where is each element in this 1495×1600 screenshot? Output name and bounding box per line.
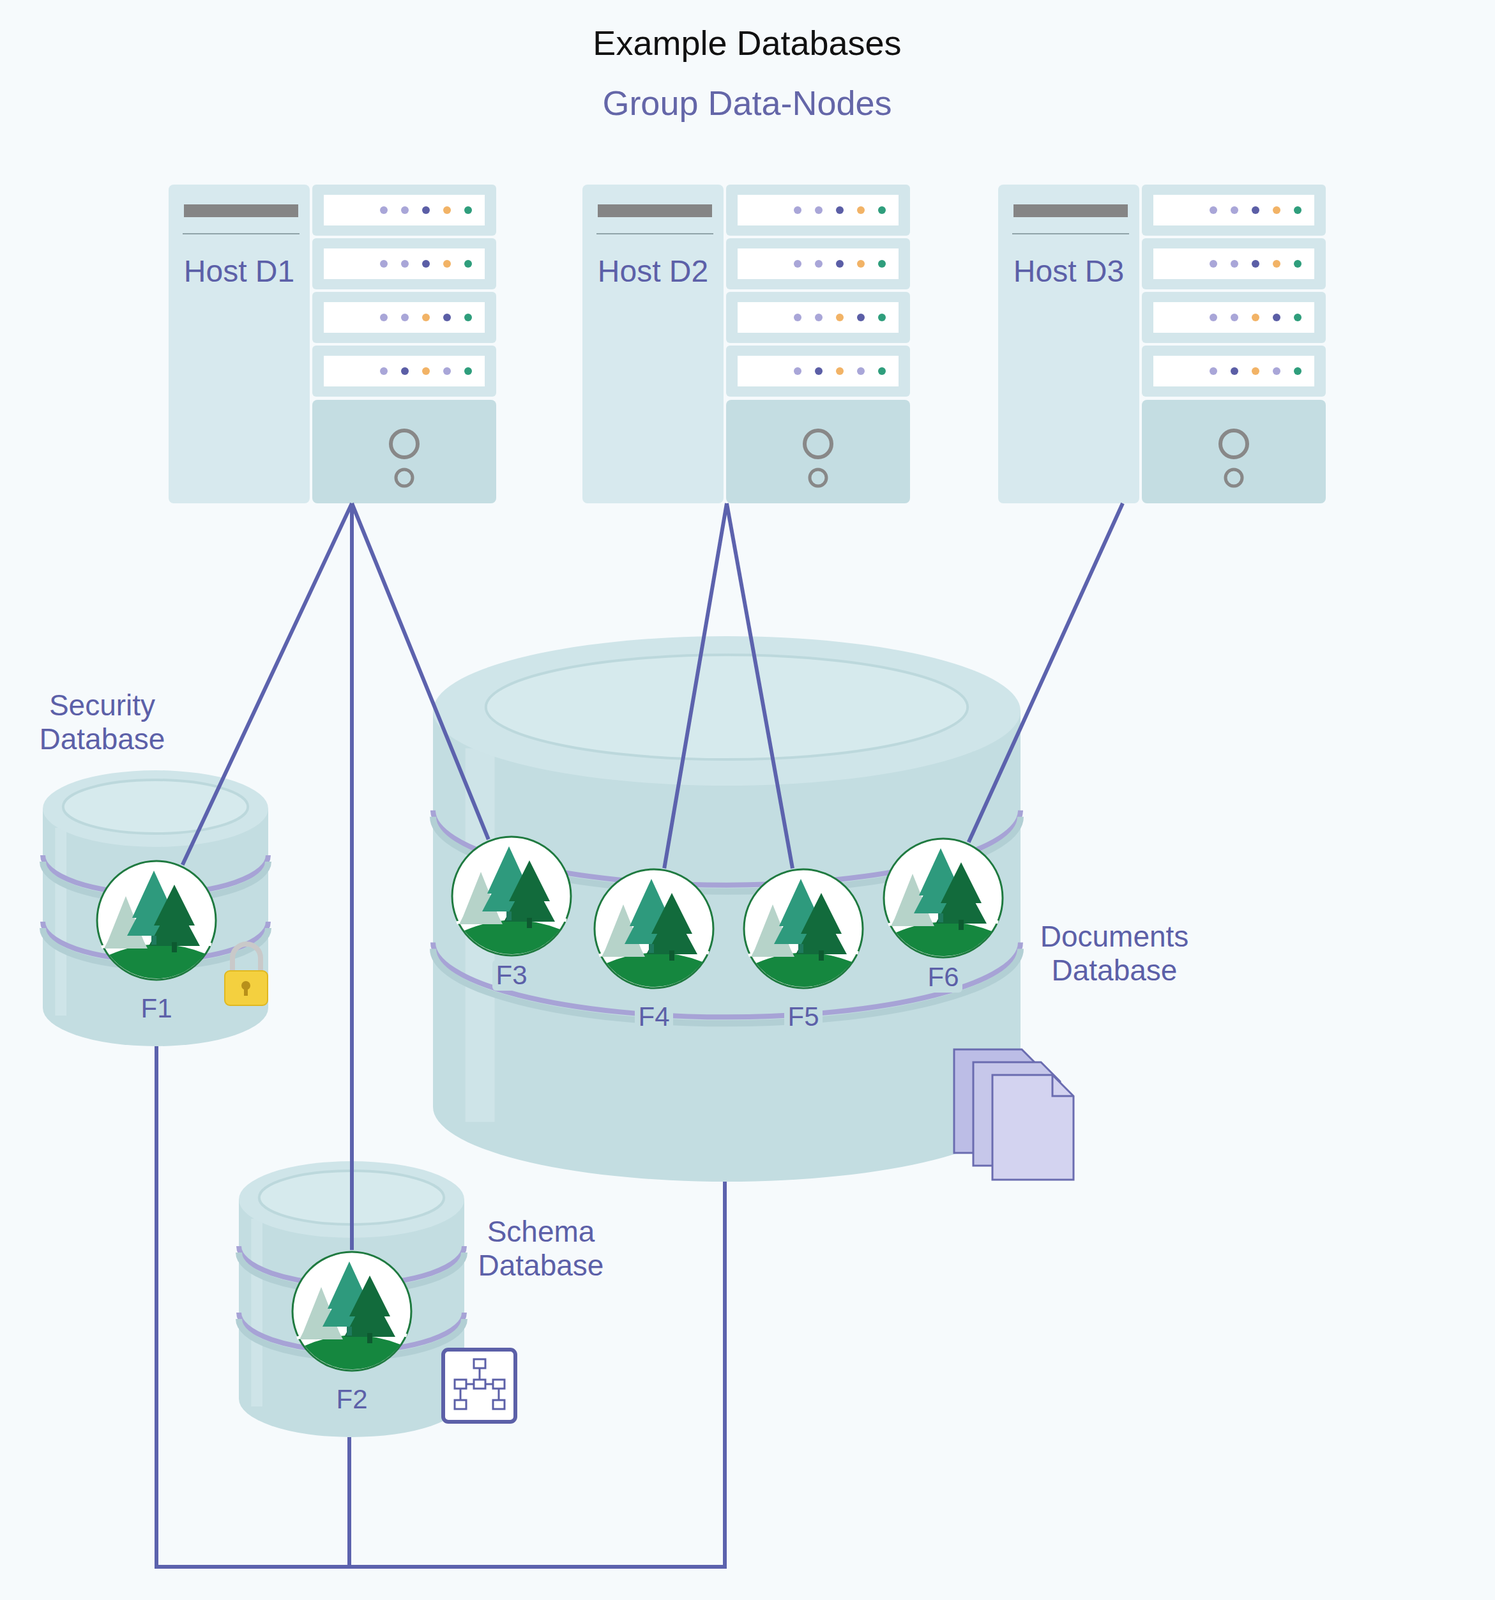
forest-circle: F2 — [290, 1249, 414, 1373]
documents-icon — [954, 1049, 1074, 1180]
forest-shape — [95, 858, 218, 982]
forest-name: F2 — [332, 1383, 372, 1415]
database-cylinder: Documents DatabaseF3F4F5F6 — [432, 636, 1021, 1182]
forest-name: F5 — [784, 1001, 823, 1033]
host-name: Host D3 — [998, 253, 1140, 289]
forest-shape — [742, 867, 865, 990]
database-cylinder: Schema DatabaseF2 — [238, 1161, 465, 1437]
lock-icon — [224, 943, 268, 1006]
schema-icon — [443, 1349, 516, 1422]
host-name: Host D1 — [168, 253, 310, 289]
forest-shape — [290, 1249, 414, 1373]
forest-circle: F1 — [95, 858, 218, 982]
forest-name: F4 — [634, 1001, 674, 1033]
host-server: Host D2 — [582, 184, 911, 504]
connector-line — [156, 1046, 350, 1567]
forest-circle: F3 — [450, 834, 573, 958]
host-shape — [582, 184, 911, 504]
forest-name: F6 — [924, 961, 963, 993]
forest-shape — [450, 834, 573, 958]
database-name: Documents Database — [1021, 919, 1207, 988]
host-shape — [168, 184, 497, 504]
connector-line — [349, 503, 354, 1250]
database-cylinder: Security DatabaseF1 — [42, 770, 269, 1047]
host-server: Host D3 — [998, 184, 1326, 504]
host-server: Host D1 — [168, 184, 497, 504]
diagram-title: Example Databases — [427, 22, 1067, 63]
host-shape — [998, 184, 1326, 504]
forest-name: F3 — [492, 959, 531, 991]
subtitle-label: Group Data-Nodes — [427, 83, 1067, 123]
host-name: Host D2 — [582, 253, 724, 289]
forest-circle: F4 — [592, 867, 716, 990]
database-name: Security Database — [12, 688, 192, 757]
forest-shape — [881, 836, 1005, 960]
forest-shape — [592, 867, 716, 990]
forest-circle: F6 — [881, 836, 1005, 960]
forest-circle: F5 — [742, 867, 865, 990]
forest-name: F1 — [137, 993, 176, 1024]
database-name: Schema Database — [457, 1214, 624, 1283]
